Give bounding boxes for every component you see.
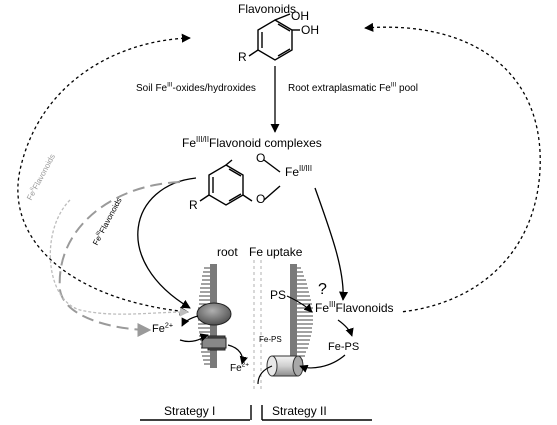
oh-bottom-label: OH [301, 23, 319, 37]
flavonoids-title: Flavonoids [238, 2, 297, 16]
question-mark: ? [318, 281, 327, 298]
ps-label: PS [270, 288, 287, 302]
cycle-arrow-left [17, 33, 191, 316]
r-complex-label: R [189, 198, 198, 212]
fe-ps-left-label: Fe-PS [259, 335, 282, 344]
arrow-fe2-inside [227, 344, 248, 365]
r-top-label: R [238, 50, 247, 64]
fe2-left-label: Fe2+ [152, 321, 173, 335]
cycle-arrow-right [364, 22, 541, 313]
fe-complex-label: FeII/III [285, 164, 313, 179]
fe-uptake-label: Fe uptake [249, 245, 303, 259]
root-membrane-left [196, 264, 232, 368]
o-bottom-label: O [256, 192, 266, 206]
soil-label: Soil FeIII-oxides/hydroxides [136, 81, 256, 94]
arrow-ps-secretion [286, 295, 313, 313]
ys1-transporter [266, 355, 304, 377]
arrow-fe2flav-dotted [49, 199, 189, 317]
root-label: root [217, 245, 238, 259]
root-pool-label: Root extraplasmatic FeIII pool [288, 81, 418, 94]
strategy2-label: Strategy II [272, 404, 327, 418]
arrow-fe3flav-to-root [137, 177, 197, 309]
root-membrane-right [266, 264, 313, 377]
o-top-label: O [256, 151, 266, 165]
complex-structure [199, 159, 281, 206]
arrow-ps-to-feps [337, 319, 354, 337]
flavonoid-structure [248, 13, 300, 61]
arrow-reductase-to-fe2 [181, 315, 199, 327]
oh-top-label: OH [291, 9, 309, 23]
fe-ps-right-label: Fe-PS [328, 341, 360, 353]
arrow-feps-inside [257, 365, 273, 385]
reductase-ellipse [196, 302, 232, 326]
arrow-complex-to-fe3flav [314, 187, 349, 301]
strategy1-label: Strategy I [164, 404, 216, 418]
arrow-fe2-uptake [179, 333, 209, 343]
arrow-fe2flav-dashed [58, 181, 181, 337]
fe2-bottom-label: Fe2+ [230, 361, 250, 374]
arrow-feps-to-transporter [299, 354, 346, 373]
fe3-flavonoids-label: FeIIIFlavonoids [315, 300, 394, 315]
complexes-title: FeIII/IIFlavonoid complexes [182, 135, 322, 150]
